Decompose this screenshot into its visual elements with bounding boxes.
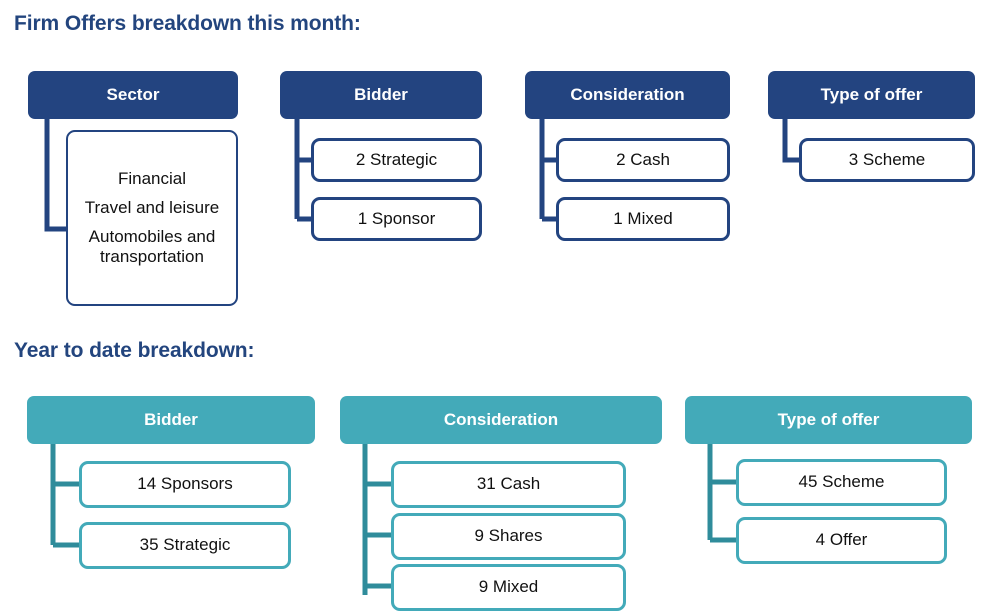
- column-header-sector: Sector: [28, 71, 238, 119]
- bidder-ytd-item-label: 35 Strategic: [139, 535, 231, 555]
- type-of-offer-ytd-item[interactable]: 45 Scheme: [736, 459, 947, 506]
- type-of-offer-ytd-item-label: 45 Scheme: [798, 472, 885, 492]
- column-type-of-offer-month: Type of offer 3 Scheme: [768, 71, 975, 191]
- bidder-ytd-item[interactable]: 35 Strategic: [79, 522, 291, 569]
- column-header-type-of-offer-month: Type of offer: [768, 71, 975, 119]
- column-sector: Sector Financial Travel and leisure Auto…: [28, 71, 238, 306]
- consideration-ytd-item[interactable]: 31 Cash: [391, 461, 626, 508]
- column-bidder-month: Bidder 2 Strategic 1 Sponsor: [280, 71, 482, 246]
- column-bidder-ytd: Bidder 14 Sponsors 35 Strategic: [27, 396, 315, 571]
- page-title-firm-offers: Firm Offers breakdown this month:: [14, 12, 361, 35]
- consideration-ytd-item-label: 9 Shares: [474, 526, 543, 546]
- column-header-consideration-month: Consideration: [525, 71, 730, 119]
- sector-value: Financial: [117, 168, 187, 188]
- column-consideration-ytd: Consideration 31 Cash 9 Shares 9 Mixed: [340, 396, 662, 611]
- column-consideration-month: Consideration 2 Cash 1 Mixed: [525, 71, 730, 246]
- sector-value: Automobiles and transportation: [88, 227, 216, 267]
- consideration-month-item[interactable]: 1 Mixed: [556, 197, 730, 241]
- consideration-ytd-item-label: 9 Mixed: [478, 577, 539, 597]
- consideration-month-item-label: 2 Cash: [616, 149, 670, 169]
- column-header-bidder-month: Bidder: [280, 71, 482, 119]
- bidder-month-item-label: 2 Strategic: [355, 149, 438, 169]
- column-type-of-offer-ytd: Type of offer 45 Scheme 4 Offer: [685, 396, 972, 571]
- bidder-month-item[interactable]: 2 Strategic: [311, 138, 482, 182]
- type-of-offer-month-item-label: 3 Scheme: [848, 149, 926, 169]
- consideration-ytd-item-label: 31 Cash: [476, 474, 541, 494]
- bidder-ytd-item-label: 14 Sponsors: [137, 474, 233, 494]
- column-header-bidder-ytd: Bidder: [27, 396, 315, 444]
- column-header-type-of-offer-ytd: Type of offer: [685, 396, 972, 444]
- sector-values-box[interactable]: Financial Travel and leisure Automobiles…: [66, 130, 238, 306]
- bidder-ytd-item[interactable]: 14 Sponsors: [79, 461, 291, 508]
- type-of-offer-ytd-item[interactable]: 4 Offer: [736, 517, 947, 564]
- bidder-month-item[interactable]: 1 Sponsor: [311, 197, 482, 241]
- consideration-ytd-item[interactable]: 9 Shares: [391, 513, 626, 560]
- column-header-consideration-ytd: Consideration: [340, 396, 662, 444]
- consideration-ytd-item[interactable]: 9 Mixed: [391, 564, 626, 611]
- page-title-year-to-date: Year to date breakdown:: [14, 339, 255, 362]
- type-of-offer-month-item[interactable]: 3 Scheme: [799, 138, 975, 182]
- consideration-month-item-label: 1 Mixed: [613, 208, 673, 228]
- sector-value: Travel and leisure: [84, 197, 220, 217]
- consideration-month-item[interactable]: 2 Cash: [556, 138, 730, 182]
- bidder-month-item-label: 1 Sponsor: [357, 208, 436, 228]
- type-of-offer-ytd-item-label: 4 Offer: [815, 530, 868, 550]
